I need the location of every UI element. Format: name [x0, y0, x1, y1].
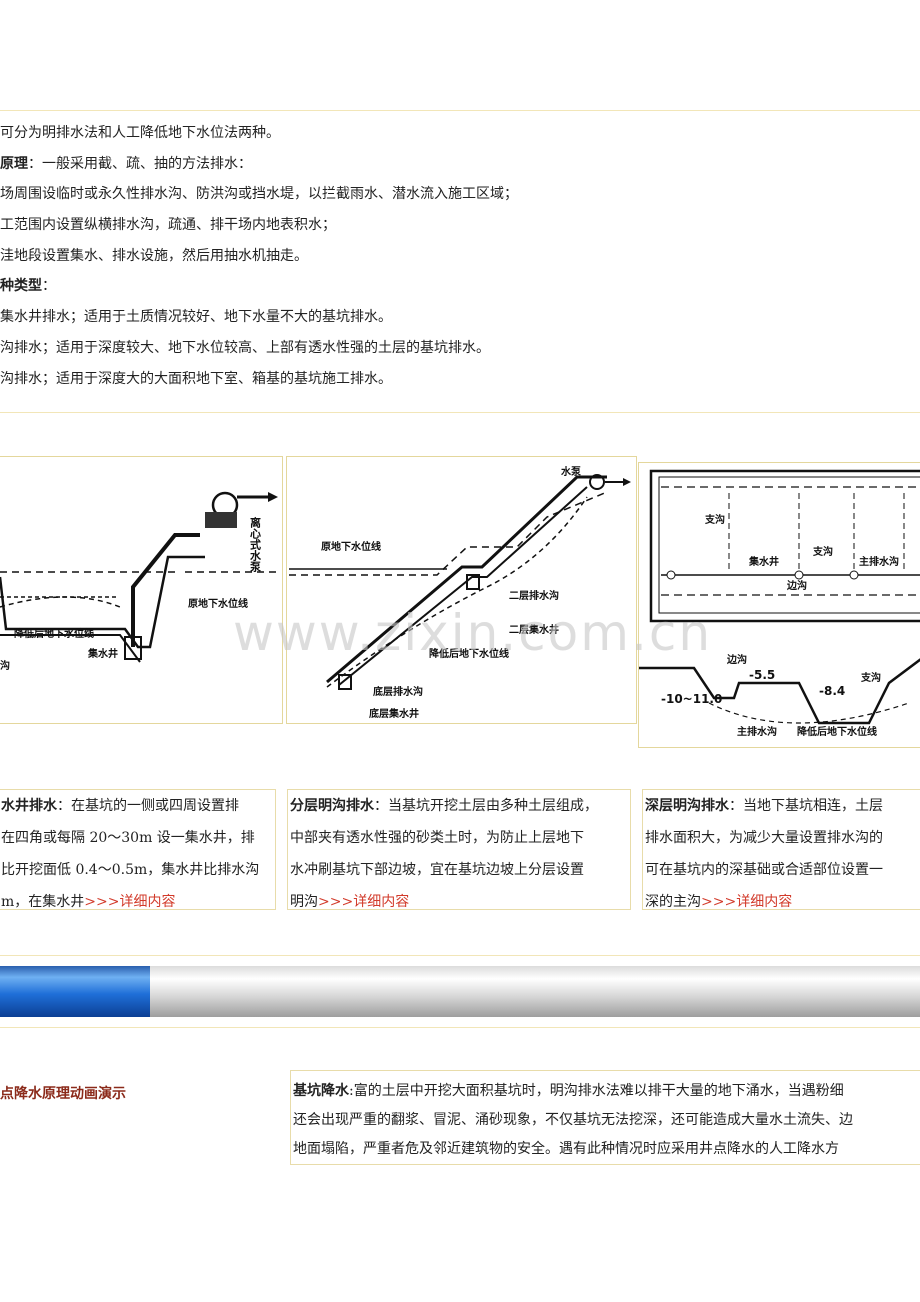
details-link[interactable]: >>>详细内容: [701, 894, 793, 910]
types-label: 种类型: [0, 278, 42, 295]
details-link[interactable]: >>>详细内容: [318, 894, 410, 910]
intro-line: 集水井排水；适用于土质情况较好、地下水量不大的基坑排水。: [0, 309, 392, 326]
ditch-label: 沟: [0, 659, 10, 672]
intro-text: 可分为明排水法和人工降低地下水位法两种。 原理：一般采用截、疏、抽的方法排水： …: [0, 118, 920, 394]
edge-ditch-label: 边沟: [786, 579, 807, 592]
branch-label: 支沟: [704, 513, 725, 526]
intro-line: 洼地段设置集水、排水设施，然后用抽水机抽走。: [0, 247, 308, 264]
intro-line: 工范围内设置纵横排水沟，疏通、排干场内地表积水；: [0, 217, 336, 234]
figure-sump-drainage: 离心式水泵 原地下水位线 降低后地下水位线 集水井 沟: [0, 456, 283, 724]
card-title: 深层明沟排水: [645, 798, 729, 814]
lowered-water-label: 降低后地下水位线: [14, 627, 94, 640]
card-title: 水井排水: [1, 798, 57, 814]
principle-label: 原理: [0, 155, 28, 172]
figure-deep-drainage: 支沟 支沟 集水井 主排水沟 边沟 边沟 -5.5 -8.4 -10~11.0 …: [638, 462, 920, 748]
edge-ditch2-label: 边沟: [726, 653, 747, 666]
lowered-water-label: 降低后地下水位线: [429, 647, 509, 660]
level-label: -8.4: [819, 684, 845, 698]
sump-label: 集水井: [748, 555, 779, 568]
ditch2-label: 二层排水沟: [509, 589, 559, 602]
pump-label: 水泵: [560, 465, 582, 478]
level-label: -10~11.0: [661, 692, 722, 706]
pump-label: 离心式水泵: [249, 516, 262, 573]
level-label: -5.5: [749, 668, 775, 682]
lowered-water-label: 降低后地下水位线: [797, 725, 877, 738]
bottom-ditch-label: 底层排水沟: [373, 685, 423, 698]
top-divider: [0, 110, 920, 111]
intro-line: 沟排水；适用于深度大的大面积地下室、箱基的基坑施工排水。: [0, 370, 392, 387]
intro-line: 原理：一般采用截、疏、抽的方法排水：: [0, 155, 252, 172]
section-divider: [0, 412, 920, 413]
figure-layered-drainage: 水泵 原地下水位线 二层排水沟 二层集水井 降低后地下水位线 底层排水沟 底层集…: [286, 456, 637, 724]
banner-bar: [0, 966, 920, 1017]
branch2-label: 支沟: [812, 545, 833, 558]
section-divider: [0, 955, 920, 956]
card-title: 分层明沟排水: [290, 798, 374, 814]
well2-label: 二层集水井: [509, 623, 559, 636]
orig-water-label: 原地下水位线: [188, 597, 248, 610]
intro-line: 沟排水；适用于深度较大、地下水位较高、上部有透水性强的土层的基坑排水。: [0, 339, 490, 356]
card-title: 基坑降水: [293, 1083, 349, 1099]
layered-drainage-card: 分层明沟排水：当基坑开挖土层由多种土层组成， 中部夹有透水性强的砂类土时，为防止…: [287, 789, 631, 910]
intro-line: 场周围设临时或永久性排水沟、防洪沟或挡水堤，以拦截雨水、潜水流入施工区域；: [0, 186, 518, 203]
sump-drainage-card: 水井排水：在基坑的一侧或四周设置排 在四角或每隔 20～30m 设一集水井，排 …: [0, 789, 276, 910]
main-ditch2-label: 主排水沟: [737, 725, 777, 738]
main-ditch-label: 主排水沟: [859, 555, 899, 568]
deep-drainage-card: 深层明沟排水：当地下基坑相连，土层 排水面积大，为减少大量设置排水沟的 可在基坑…: [642, 789, 920, 910]
section-divider: [0, 1027, 920, 1028]
intro-line: 可分为明排水法和人工降低地下水位法两种。: [0, 125, 280, 141]
intro-line: 种类型：: [0, 278, 56, 295]
sump-label: 集水井: [87, 647, 118, 660]
animation-demo-link[interactable]: 点降水原理动画演示: [0, 1086, 126, 1102]
banner-accent: [0, 966, 150, 1017]
details-link[interactable]: >>>详细内容: [84, 894, 176, 910]
bottom-well-label: 底层集水井: [369, 707, 419, 720]
pit-dewatering-card: 基坑降水:富的土层中开挖大面积基坑时，明沟排水法难以排干大量的地下涌水，当遇粉细…: [290, 1070, 920, 1165]
watermark: www.zixin.com.cn: [233, 604, 713, 662]
branch3-label: 支沟: [860, 671, 881, 684]
orig-water-label: 原地下水位线: [321, 540, 381, 553]
